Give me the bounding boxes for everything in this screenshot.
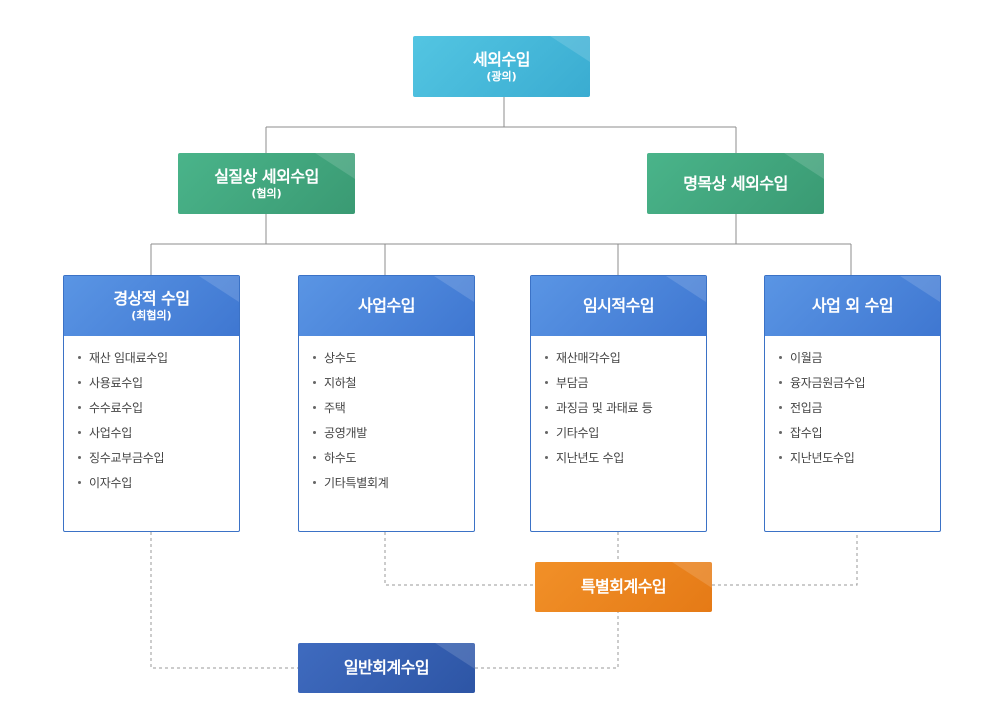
category-box-0: 경상적 수입 (최협의) 재산 임대료수입 사용료수입 수수료수입 사업수입 징… — [63, 275, 240, 532]
list-item: 전입금 — [779, 396, 940, 421]
list-item: 부담금 — [545, 371, 706, 396]
list-item: 징수교부금수입 — [78, 446, 239, 471]
special-account-title: 특별회계수입 — [580, 577, 667, 596]
level1-left-node: 실질상 세외수입 (협의) — [178, 153, 355, 214]
level1-left-subtitle: (협의) — [251, 186, 282, 200]
category-list-0: 재산 임대료수입 사용료수입 수수료수입 사업수입 징수교부금수입 이자수입 — [64, 336, 239, 496]
list-item: 융자금원금수입 — [779, 371, 940, 396]
list-item: 이자수입 — [78, 471, 239, 496]
list-item: 수수료수입 — [78, 396, 239, 421]
category-header-1: 사업수입 — [299, 276, 474, 336]
category-subtitle-0: (최협의) — [131, 309, 172, 322]
level1-right-node: 명목상 세외수입 — [647, 153, 824, 214]
category-header-2: 임시적수입 — [531, 276, 706, 336]
list-item: 지하철 — [313, 371, 474, 396]
root-title: 세외수입 — [473, 49, 530, 69]
category-header-3: 사업 외 수입 — [765, 276, 940, 336]
category-list-3: 이월금 융자금원금수입 전입금 잡수입 지난년도수입 — [765, 336, 940, 471]
root-node: 세외수입 (광의) — [413, 36, 590, 97]
list-item: 사용료수입 — [78, 371, 239, 396]
root-subtitle: (광의) — [486, 69, 517, 83]
list-item: 상수도 — [313, 346, 474, 371]
list-item: 잡수입 — [779, 421, 940, 446]
list-item: 과징금 및 과태료 등 — [545, 396, 706, 421]
category-header-0: 경상적 수입 (최협의) — [64, 276, 239, 336]
level1-left-title: 실질상 세외수입 — [214, 166, 319, 186]
category-title-2: 임시적수입 — [582, 296, 655, 315]
category-box-2: 임시적수입 재산매각수입 부담금 과징금 및 과태료 등 기타수입 지난년도 수… — [530, 275, 707, 532]
list-item: 하수도 — [313, 446, 474, 471]
list-item: 재산 임대료수입 — [78, 346, 239, 371]
category-box-3: 사업 외 수입 이월금 융자금원금수입 전입금 잡수입 지난년도수입 — [764, 275, 941, 532]
general-account-node: 일반회계수입 — [298, 643, 475, 693]
category-title-3: 사업 외 수입 — [811, 296, 894, 315]
list-item: 지난년도 수입 — [545, 446, 706, 471]
category-list-1: 상수도 지하철 주택 공영개발 하수도 기타특별회계 — [299, 336, 474, 496]
list-item: 지난년도수입 — [779, 446, 940, 471]
list-item: 기타수입 — [545, 421, 706, 446]
special-account-node: 특별회계수입 — [535, 562, 712, 612]
category-title-0: 경상적 수입 — [113, 289, 190, 308]
general-account-title: 일반회계수입 — [343, 658, 430, 677]
category-title-1: 사업수입 — [358, 296, 415, 315]
list-item: 재산매각수입 — [545, 346, 706, 371]
list-item: 사업수입 — [78, 421, 239, 446]
category-list-2: 재산매각수입 부담금 과징금 및 과태료 등 기타수입 지난년도 수입 — [531, 336, 706, 471]
category-box-1: 사업수입 상수도 지하철 주택 공영개발 하수도 기타특별회계 — [298, 275, 475, 532]
list-item: 주택 — [313, 396, 474, 421]
level1-right-title: 명목상 세외수입 — [683, 173, 788, 193]
list-item: 이월금 — [779, 346, 940, 371]
list-item: 공영개발 — [313, 421, 474, 446]
list-item: 기타특별회계 — [313, 471, 474, 496]
